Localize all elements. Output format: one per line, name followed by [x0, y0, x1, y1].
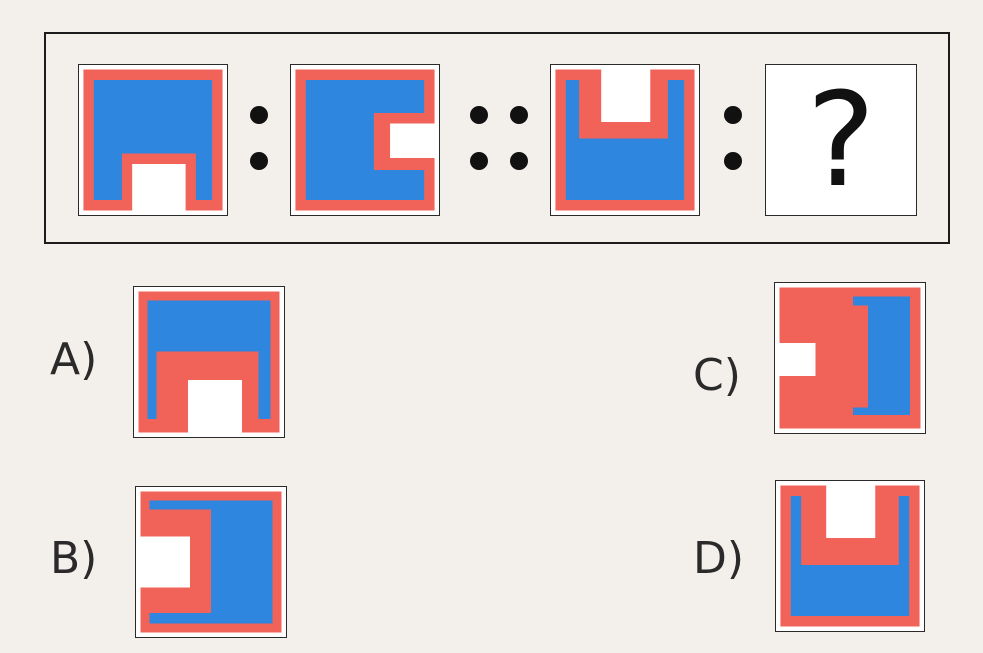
option-b-label: B): [50, 533, 98, 584]
question-figure-3: [550, 64, 700, 216]
option-a-figure[interactable]: [133, 286, 285, 438]
question-figure-unknown: ?: [765, 64, 917, 216]
ratio-dot-bottom: [250, 152, 268, 170]
ratio-dot-top: [250, 106, 268, 124]
question-figure-1: [78, 64, 228, 216]
proportion-dot-3: [470, 152, 488, 170]
proportion-dot-1: [470, 106, 488, 124]
option-d-label: D): [693, 533, 745, 584]
option-a-label: A): [50, 334, 98, 385]
question-mark: ?: [806, 64, 876, 216]
ratio-dot-bottom-2: [724, 152, 742, 170]
option-c-figure[interactable]: [774, 282, 926, 434]
option-b-figure[interactable]: [135, 486, 287, 638]
question-figure-2: [290, 64, 440, 216]
option-c-label: C): [693, 350, 741, 401]
option-d-figure[interactable]: [775, 480, 925, 632]
proportion-dot-2: [510, 106, 528, 124]
proportion-dot-4: [510, 152, 528, 170]
ratio-dot-top-2: [724, 106, 742, 124]
